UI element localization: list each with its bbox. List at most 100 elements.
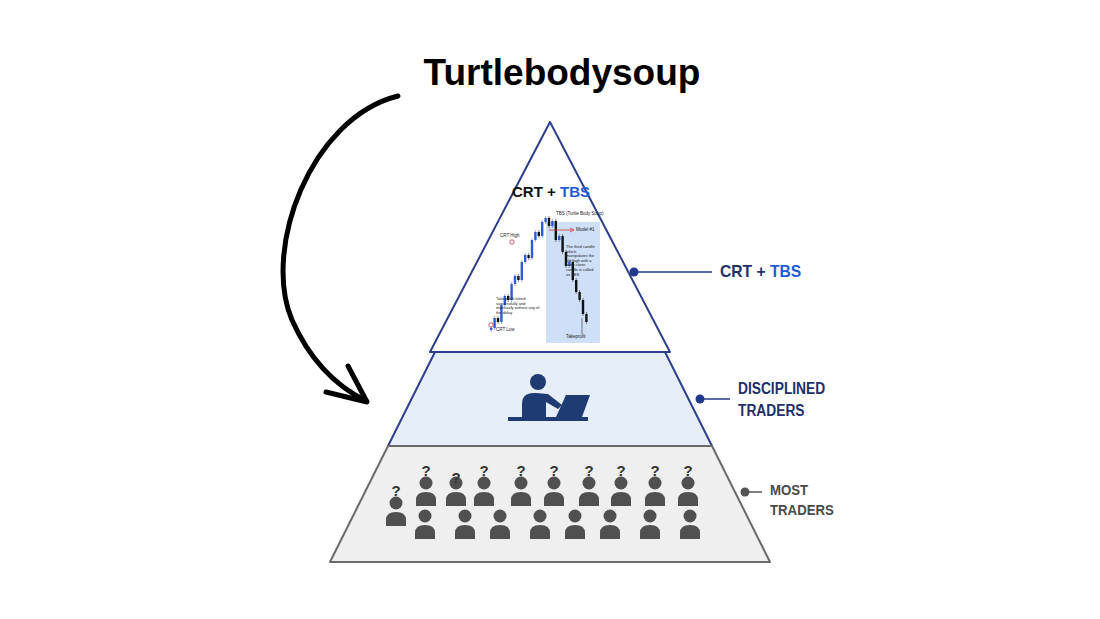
icon-desk [508,417,588,421]
person-head [494,510,507,523]
person-body [579,492,599,506]
person-body [640,525,660,539]
leader-dot [741,488,750,497]
candle-body [548,218,550,226]
tier-callout: CRT + TBS [720,262,840,282]
leader-dot [696,395,705,404]
model-arrow-head [570,228,574,232]
person-body [530,525,550,539]
candle-body [514,276,516,284]
leader-line [634,271,712,273]
candle-body [582,300,584,314]
text-part: TBS [560,183,590,200]
person-body [474,492,494,506]
person-head [515,477,528,490]
person-head [684,510,697,523]
person-body [415,525,435,539]
person-head [649,477,662,490]
pyramid-tier: MOST TRADERS [330,446,770,562]
icon-body [522,393,562,418]
candle-body [517,276,519,280]
candle-wick [552,219,553,228]
candle-wick [498,316,499,324]
candle-body [534,232,536,240]
tier-heading: CRT + TBS [471,183,631,201]
person-head [604,510,617,523]
tier-shape [330,446,770,562]
text-part: TBS [770,262,801,281]
person-body [416,492,436,506]
person-head [459,510,472,523]
person-body [511,492,531,506]
candle-body [527,255,529,258]
candle-wick [566,250,567,268]
tier-outline [430,122,670,352]
candle-wick [545,216,546,224]
candle-wick [559,234,560,242]
person-head [390,497,403,510]
arrow-head [326,366,367,402]
crt-low-marker [489,323,493,327]
pyramid-tier: CRT + TBSCRT + TBS [430,122,670,352]
candle-body [538,232,540,236]
person-head [534,510,547,523]
candle-body [568,262,570,266]
takeprofit-tick [582,318,583,334]
person-body [645,492,665,506]
tier-heading: MOST TRADERS [770,480,837,520]
person-head [548,477,561,490]
person-head [615,477,628,490]
candle-body [572,262,574,280]
candle-body [561,236,563,252]
tier-heading: DISCIPLINED TRADERS [738,378,831,422]
crt-high-marker [510,240,514,244]
person-body [455,525,475,539]
leader-dot [630,268,639,277]
candle-wick [515,274,516,286]
icon-laptop [556,395,590,417]
candle-wick [501,303,502,324]
text-part: + [547,183,556,200]
tier-outline [388,352,712,446]
candle-wick [583,298,584,316]
diagram-title: Turtlebodysoup [312,50,812,96]
candle-wick [491,326,492,332]
candle-body [521,262,523,280]
person-body [680,525,700,539]
candle-wick [504,294,505,307]
person-body [678,492,698,506]
candle-body [558,236,560,240]
candle-wick [525,253,526,264]
candle-wick [532,238,533,260]
candle-wick [542,220,543,238]
candle-body [575,280,577,292]
person-head [478,477,491,490]
person-head [682,477,695,490]
icon-head [530,374,546,390]
person-body [544,492,564,506]
candle-body [510,284,512,300]
candle-wick [521,260,522,282]
candle-wick [586,312,587,324]
person-head [419,510,432,523]
candle-body [565,252,567,266]
candle-wick [508,294,509,302]
person-head [420,477,433,490]
pyramid-tier: DISCIPLINED TRADERS [388,352,712,446]
candle-body [493,318,495,328]
chart-highlight [546,222,600,343]
curved-arrow [283,96,398,401]
candle-wick [555,219,556,242]
candle-wick [528,253,529,260]
person-head [450,477,463,490]
candle-body [500,305,502,322]
person-head [644,510,657,523]
candle-wick [549,216,550,228]
candle-body [551,221,553,226]
trader-at-laptop-icon [508,374,590,421]
candle-body [541,222,543,236]
candle-wick [576,278,577,294]
person-body [565,525,585,539]
person-body [611,492,631,506]
